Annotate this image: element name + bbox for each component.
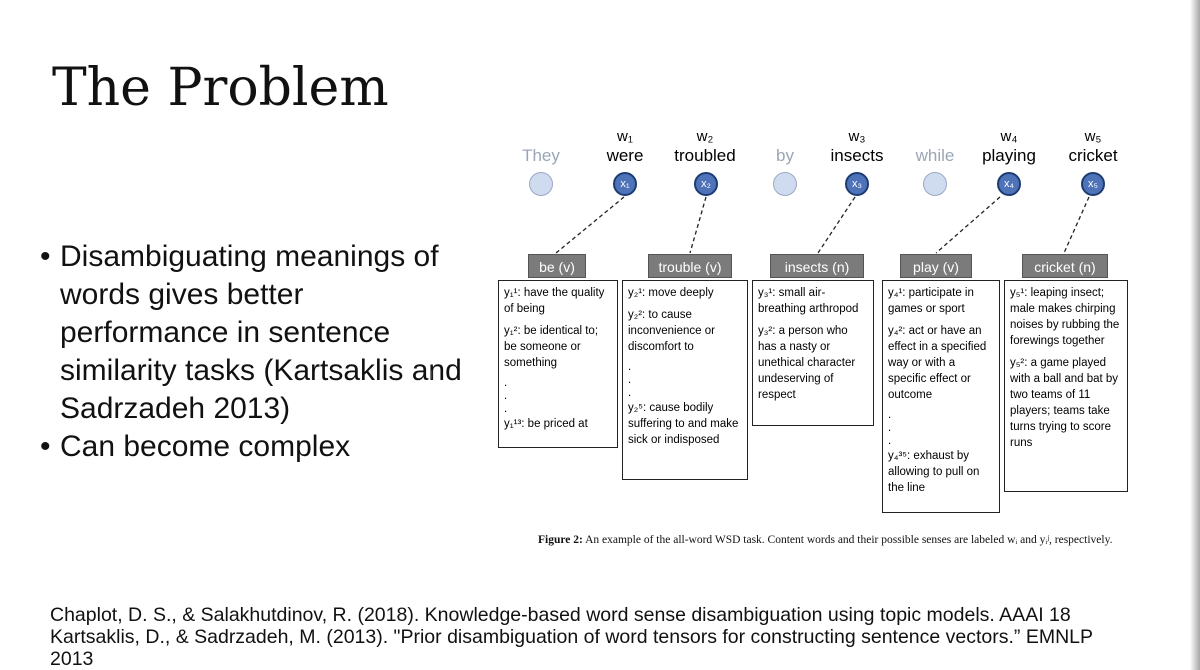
sense-entry: y₂¹: move deeply bbox=[628, 287, 714, 299]
caption-text: An example of the all-word WSD task. Con… bbox=[585, 534, 1113, 546]
bullet-list: Disambiguating meanings of words gives b… bbox=[40, 238, 470, 466]
word-troubled: w₂ troubled bbox=[674, 128, 736, 165]
sense-header-be: be (v) bbox=[528, 254, 586, 278]
word-while: while bbox=[915, 146, 955, 165]
text-cursor-icon: I bbox=[430, 368, 434, 382]
node-x5: x₅ bbox=[1081, 172, 1105, 196]
node-x4: x₄ bbox=[997, 172, 1021, 196]
sense-box-trouble: y₂¹: move deeply y₂²: to cause inconveni… bbox=[622, 280, 748, 480]
sense-header-play: play (v) bbox=[900, 254, 972, 278]
word-by: by bbox=[776, 146, 794, 165]
ellipsis-dot: . bbox=[628, 361, 632, 373]
sense-box-insects: y₃¹: small air-breathing arthropod y₃²: … bbox=[752, 280, 874, 426]
word-cricket: w₅ cricket bbox=[1068, 128, 1118, 165]
node-by bbox=[773, 172, 797, 196]
wsd-figure: They w₁ were w₂ troubled by w₃ insects w… bbox=[490, 120, 1150, 560]
sense-entry: y₁¹³: be priced at bbox=[504, 418, 588, 430]
bullet-item: Can become complex bbox=[40, 428, 470, 466]
sense-entry: y₂²: to cause inconvenience or discomfor… bbox=[628, 309, 715, 353]
sense-box-be: y₁¹: have the quality of being y₁²: be i… bbox=[498, 280, 618, 448]
sense-header-cricket: cricket (n) bbox=[1022, 254, 1108, 278]
sense-box-cricket: y₅¹: leaping insect; male makes chirping… bbox=[1004, 280, 1128, 492]
reference-line: Chaplot, D. S., & Salakhutdinov, R. (201… bbox=[50, 604, 1071, 626]
sense-entry: y₁¹: have the quality of being bbox=[504, 287, 605, 315]
ellipsis-dot: . bbox=[888, 409, 892, 421]
ellipsis-dot: . bbox=[504, 390, 508, 402]
sense-entry: y₃²: a person who has a nasty or unethic… bbox=[758, 325, 856, 401]
sense-entry: y₄²: act or have an effect in a specifie… bbox=[888, 325, 987, 401]
sense-box-play: y₄¹: participate in games or sport y₄²: … bbox=[882, 280, 1000, 513]
reference-line: 2013 bbox=[50, 648, 94, 670]
sense-entry: y₄¹: participate in games or sport bbox=[888, 287, 974, 315]
ellipsis-dot: . bbox=[628, 387, 632, 399]
sense-header-insects: insects (n) bbox=[770, 254, 864, 278]
ellipsis-dot: . bbox=[628, 374, 632, 386]
window-edge-shadow bbox=[1190, 0, 1200, 670]
node-x2: x₂ bbox=[694, 172, 718, 196]
ellipsis-dot: . bbox=[888, 422, 892, 434]
figure-caption: Figure 2: An example of the all-word WSD… bbox=[538, 534, 1158, 546]
word-insects: w₃ insects bbox=[830, 128, 884, 165]
sense-entry: y₅²: a game played with a ball and bat b… bbox=[1010, 357, 1119, 449]
word-were: w₁ were bbox=[606, 128, 644, 165]
word-playing: w₄ playing bbox=[982, 128, 1036, 165]
node-they bbox=[529, 172, 553, 196]
node-while bbox=[923, 172, 947, 196]
dashed-connectors bbox=[555, 196, 1090, 254]
word-they: They bbox=[522, 146, 560, 165]
caption-label: Figure 2: bbox=[538, 534, 583, 546]
slide-title: The Problem bbox=[52, 58, 389, 118]
bullet-item: Disambiguating meanings of words gives b… bbox=[40, 238, 470, 428]
reference-line: Kartsaklis, D., & Sadrzadeh, M. (2013). … bbox=[50, 626, 1094, 648]
sense-entry: y₅¹: leaping insect; male makes chirping… bbox=[1010, 287, 1120, 347]
references: Chaplot, D. S., & Salakhutdinov, R. (201… bbox=[50, 604, 1190, 670]
sense-entry: y₁²: be identical to; be someone or some… bbox=[504, 325, 599, 369]
sense-header-trouble: trouble (v) bbox=[648, 254, 732, 278]
ellipsis-dot: . bbox=[504, 377, 508, 389]
sense-entry: y₂⁵: cause bodily suffering to and make … bbox=[628, 402, 739, 446]
node-x3: x₃ bbox=[845, 172, 869, 196]
sense-entry: y₃¹: small air-breathing arthropod bbox=[758, 287, 859, 315]
sense-entry: y₄³⁵: exhaust by allowing to pull on the… bbox=[888, 450, 980, 494]
node-x1: x₁ bbox=[613, 172, 637, 196]
ellipsis-dot: . bbox=[888, 435, 892, 447]
ellipsis-dot: . bbox=[504, 403, 508, 415]
